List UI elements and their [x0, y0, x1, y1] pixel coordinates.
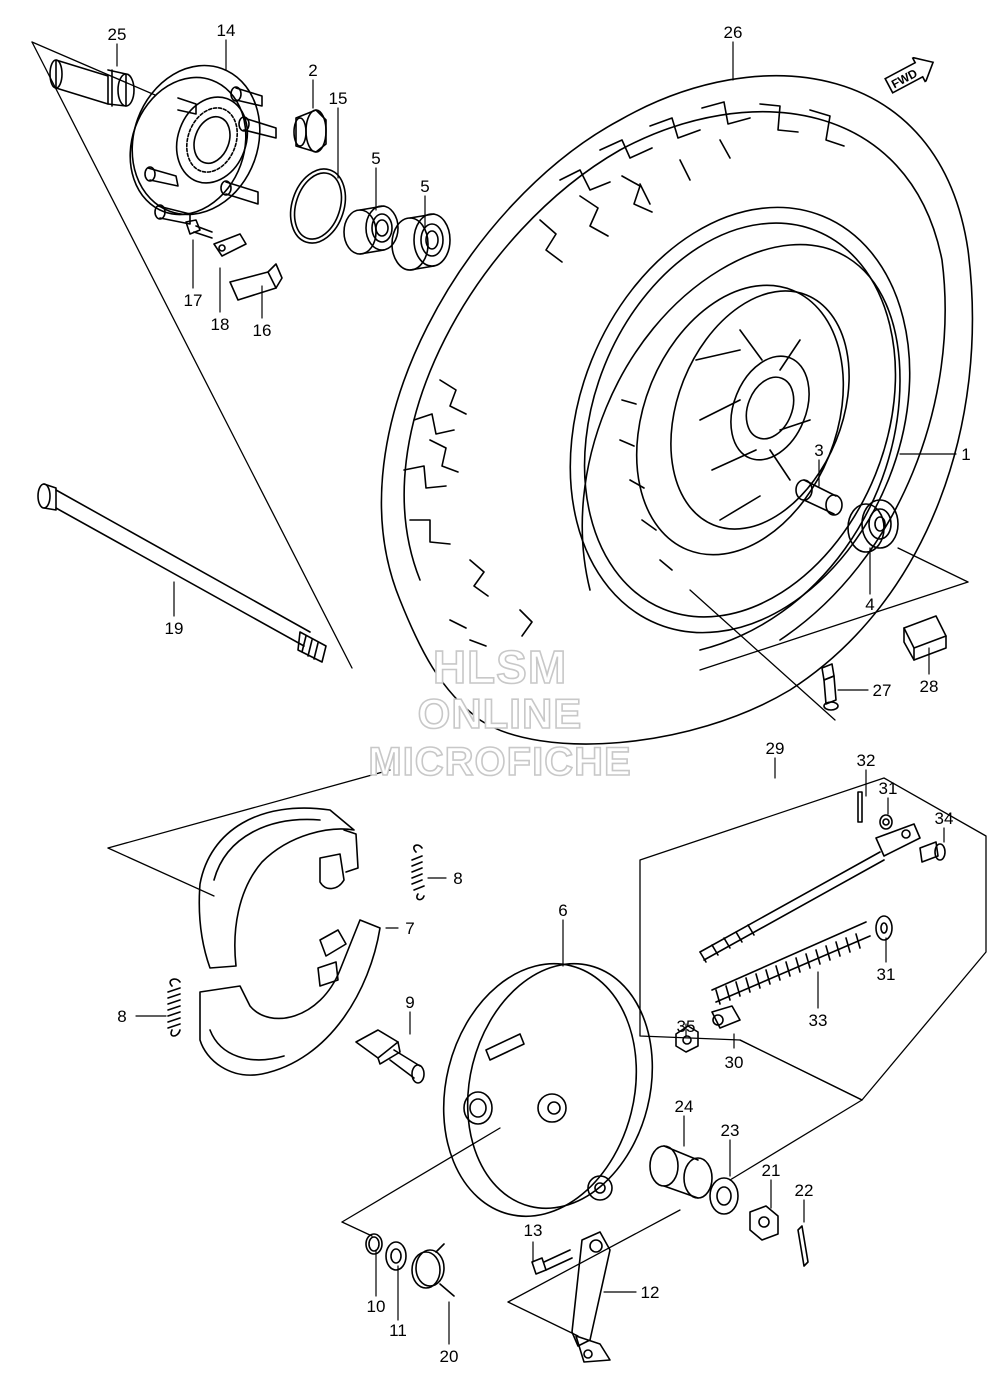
bolt-17	[185, 219, 213, 239]
callout-1: 1	[961, 445, 970, 464]
cap-28	[903, 615, 947, 661]
callout-3: 3	[814, 441, 823, 460]
callout-leaders	[116, 39, 957, 1345]
fwd-arrow-icon: FWD	[881, 49, 942, 99]
fwd-label: FWD	[889, 66, 920, 91]
callout-8b: 8	[117, 1007, 126, 1026]
callout-33: 33	[809, 1011, 828, 1030]
circlip-10	[365, 1233, 383, 1255]
callout-7: 7	[405, 919, 414, 938]
rod-assembly-29	[639, 777, 987, 1101]
callout-21: 21	[762, 1161, 781, 1180]
callout-10: 10	[367, 1297, 386, 1316]
callout-4: 4	[865, 595, 874, 614]
collar-2	[293, 109, 327, 153]
washer-31a	[879, 814, 893, 830]
callout-31b: 31	[877, 965, 896, 984]
sleeve-24	[649, 1145, 713, 1199]
callout-22: 22	[795, 1181, 814, 1200]
washer-31b	[875, 915, 893, 941]
washer-11	[385, 1241, 407, 1271]
clevis-pin-34	[919, 841, 946, 863]
callout-35: 35	[677, 1017, 696, 1036]
callout-numbers: 25 14 2 15 5 5 17 18 16 19 26 1 3 4 27 2…	[108, 21, 971, 1366]
watermark-line-1: HLSM	[432, 640, 568, 694]
brake-shoe-7b	[199, 919, 381, 1076]
callout-26: 26	[724, 23, 743, 42]
tire-26	[380, 75, 974, 745]
callout-9: 9	[405, 993, 414, 1012]
bearing-5b	[391, 213, 451, 271]
callout-5b: 5	[420, 177, 429, 196]
retainer-16	[229, 263, 283, 301]
cam-9	[355, 1029, 425, 1084]
watermark-line-2: ONLINE	[417, 689, 583, 738]
callout-32: 32	[857, 751, 876, 770]
watermark-line-3: MICROFICHE	[368, 739, 632, 785]
o-ring-15	[289, 168, 347, 244]
callout-24: 24	[675, 1097, 694, 1116]
callout-11: 11	[389, 1321, 407, 1340]
spring-33	[711, 921, 871, 1005]
brake-shoe-7a	[198, 807, 359, 969]
callout-12: 12	[641, 1283, 660, 1302]
bearing-5a	[343, 205, 399, 255]
callout-8a: 8	[453, 869, 462, 888]
spacer-25	[49, 59, 135, 107]
axle-19	[37, 483, 327, 663]
callout-30: 30	[725, 1053, 744, 1072]
callout-2: 2	[308, 61, 317, 80]
callout-28: 28	[920, 677, 939, 696]
callout-17: 17	[184, 291, 203, 310]
pin-32	[857, 791, 863, 823]
spacer-3	[795, 479, 843, 516]
callout-18: 18	[211, 315, 230, 334]
bearing-4	[847, 499, 899, 553]
castle-nut-21	[749, 1205, 779, 1241]
callout-29: 29	[766, 739, 785, 758]
spring-8a	[411, 844, 425, 901]
callout-23: 23	[721, 1121, 740, 1140]
callout-20: 20	[440, 1347, 459, 1366]
callout-13: 13	[524, 1221, 543, 1240]
callout-34: 34	[935, 809, 954, 828]
brake-rod	[699, 823, 921, 963]
bolt-13	[531, 1249, 573, 1275]
lock-washer-18	[213, 233, 247, 257]
callout-16: 16	[253, 321, 272, 340]
callout-14: 14	[217, 21, 236, 40]
brake-arm-12	[571, 1231, 611, 1363]
return-spring-20	[411, 1243, 455, 1297]
wheel-1	[569, 206, 911, 634]
brake-panel-6	[442, 962, 654, 1218]
cotter-pin-22	[797, 1225, 809, 1267]
nut-35	[675, 1025, 699, 1053]
joint-30	[711, 1005, 741, 1029]
callout-6: 6	[558, 901, 567, 920]
callout-31a: 31	[879, 779, 898, 798]
callout-5a: 5	[371, 149, 380, 168]
spring-8b	[167, 978, 181, 1037]
hub-flange-14	[129, 64, 277, 225]
callout-25: 25	[108, 25, 127, 44]
washer-23	[709, 1177, 739, 1215]
valve-27	[821, 663, 839, 711]
callout-19: 19	[165, 619, 184, 638]
callout-15: 15	[329, 89, 348, 108]
callout-27: 27	[873, 681, 892, 700]
